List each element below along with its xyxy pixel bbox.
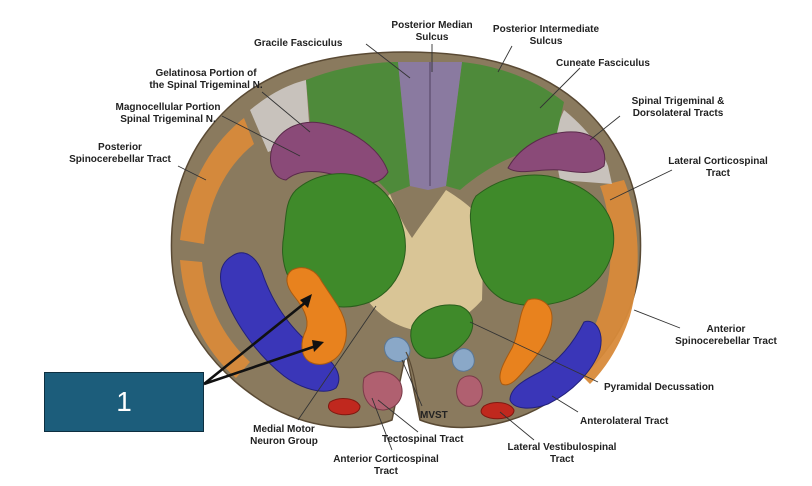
- leader-medial-motor: [297, 305, 377, 421]
- leader-lateral-corticospinal: [609, 169, 673, 201]
- label-posterior-median-sulcus-2: Sulcus: [416, 32, 449, 43]
- label-posterior-intermediate-sulcus-1: Posterior Intermediate: [493, 24, 600, 35]
- callout-box: 1: [44, 372, 204, 432]
- medial-motor-neuron-group-left: [286, 267, 347, 365]
- leader-cuneate: [539, 67, 581, 109]
- posterior-spinocerebellar-tract-left: [180, 118, 254, 244]
- label-posterior-spinocerebellar-2: Spinocerebellar Tract: [69, 154, 171, 165]
- anterior-corticospinal-tract-right: [456, 375, 483, 407]
- anterior-gray-commissure: [410, 304, 474, 359]
- label-spinal-trigeminal-1: Spinal Trigeminal &: [632, 96, 725, 107]
- label-gelatinosa-2: the Spinal Trigeminal N.: [149, 80, 263, 91]
- cuneate-fasciculus-right: [446, 62, 564, 190]
- lateral-vestibulospinal-tract-left: [327, 398, 361, 416]
- leader-gracile: [365, 43, 411, 79]
- gelatinosa-left: [270, 121, 389, 184]
- leader-posterior-spinocerebellar: [177, 165, 207, 181]
- label-anterior-spinocerebellar-1: Anterior: [707, 324, 746, 335]
- gray-matter-right: [469, 174, 615, 306]
- leader-mvst: [401, 359, 423, 407]
- leader-lateral-vestibulospinal: [499, 411, 535, 441]
- label-anterior-corticospinal-1: Anterior Corticospinal: [333, 454, 439, 465]
- label-mvst: MVST: [420, 410, 448, 421]
- leader-gelatinosa: [261, 91, 311, 133]
- medial-motor-neuron-group-right: [499, 298, 553, 386]
- label-spinal-trigeminal-2: Dorsolateral Tracts: [633, 108, 724, 119]
- leader-spinal-trigeminal: [589, 115, 621, 141]
- label-medial-motor-2: Neuron Group: [250, 436, 318, 447]
- anterior-corticospinal-tract-left: [362, 371, 403, 411]
- label-gracile-fasciculus: Gracile Fasciculus: [254, 38, 343, 49]
- label-posterior-median-sulcus-1: Posterior Median: [391, 20, 472, 31]
- anterolateral-tract-right: [509, 320, 602, 409]
- spinocerebellar-tract-left-lower: [180, 260, 250, 378]
- label-lateral-vestibulospinal-2: Tract: [550, 454, 575, 465]
- anterior-median-fissure: [405, 351, 421, 421]
- callout-number: 1: [116, 386, 132, 417]
- label-pyramidal-decussation: Pyramidal Decussation: [604, 382, 714, 393]
- label-anterior-spinocerebellar-2: Spinocerebellar Tract: [675, 336, 777, 347]
- leader-magnocellular: [221, 115, 301, 157]
- label-gelatinosa-1: Gelatinosa Portion of: [155, 68, 257, 79]
- label-magnocellular-1: Magnocellular Portion: [115, 102, 220, 113]
- label-lateral-vestibulospinal-1: Lateral Vestibulospinal: [508, 442, 617, 453]
- leader-anterior-corticospinal: [371, 397, 393, 451]
- spinocerebellar-tract-right: [572, 180, 638, 384]
- label-medial-motor-1: Medial Motor: [253, 424, 315, 435]
- label-magnocellular-2: Spinal Trigeminal N.: [120, 114, 216, 125]
- callout-arrow-lower: [203, 344, 317, 386]
- leader-anterolateral: [551, 395, 579, 413]
- label-cuneate-fasciculus: Cuneate Fasciculus: [556, 58, 650, 69]
- label-posterior-intermediate-sulcus-2: Sulcus: [530, 36, 563, 47]
- leader-pyramidal-decussation: [469, 321, 599, 383]
- callout-arrow-upper: [203, 300, 307, 386]
- label-tectospinal-tract: Tectospinal Tract: [382, 434, 464, 445]
- leader-tectospinal: [377, 399, 419, 433]
- tectospinal-tract-left: [384, 336, 411, 363]
- cuneate-fasciculus-left: [306, 62, 410, 194]
- label-anterolateral-tract: Anterolateral Tract: [580, 416, 669, 427]
- tectospinal-tract-right: [451, 348, 475, 372]
- label-lateral-corticospinal-1: Lateral Corticospinal: [668, 156, 768, 167]
- label-posterior-spinocerebellar-1: Posterior: [98, 142, 142, 153]
- callout-arrowhead-upper: [300, 294, 312, 308]
- label-anterior-corticospinal-2: Tract: [374, 466, 399, 477]
- leader-posterior-intermediate: [497, 45, 513, 73]
- leader-anterior-spinocerebellar: [633, 309, 681, 329]
- lateral-vestibulospinal-tract-right: [480, 402, 515, 420]
- gelatinosa-right: [507, 131, 606, 173]
- label-lateral-corticospinal-2: Tract: [706, 168, 731, 179]
- callout-arrowhead-lower: [312, 340, 324, 352]
